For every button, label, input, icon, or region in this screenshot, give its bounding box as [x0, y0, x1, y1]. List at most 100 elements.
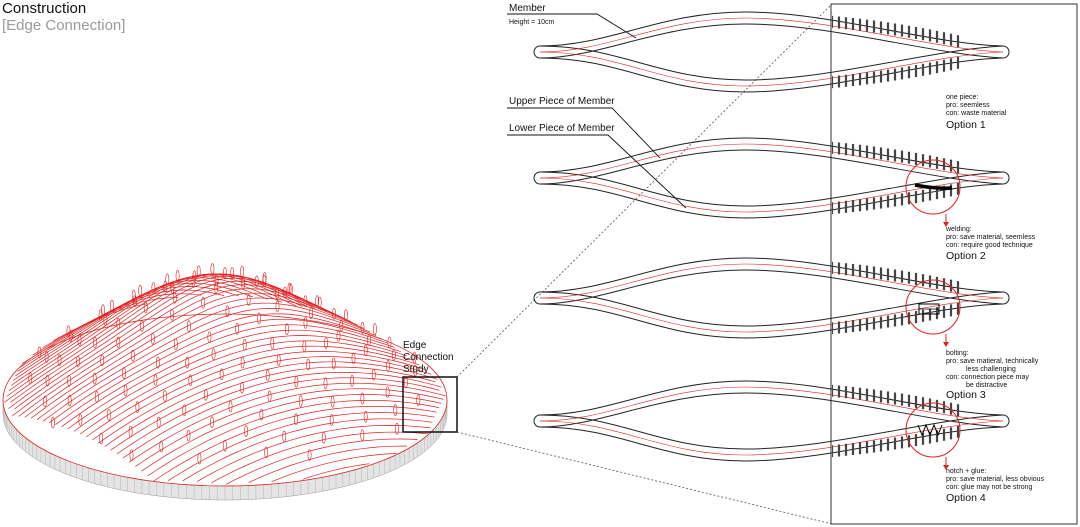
shell-loop	[173, 338, 178, 351]
shell-loop	[363, 344, 368, 357]
shell-loop	[219, 368, 224, 381]
option-3-line-4: con: connection piece may	[946, 374, 1029, 381]
shell-loop	[343, 309, 348, 321]
shell-loop	[223, 267, 227, 279]
shell-loop	[254, 275, 259, 288]
shell-contour-line	[49, 313, 383, 424]
member-end-right	[1002, 414, 1010, 428]
shell-loop	[203, 388, 208, 401]
shell-loop	[240, 265, 245, 278]
shell-loop	[135, 401, 140, 413]
option-4-label: Option 4	[946, 492, 986, 504]
shell-contour-line	[10, 274, 303, 386]
shell-loop	[100, 354, 105, 367]
shell-loop	[101, 304, 105, 317]
shell-loop	[294, 413, 299, 426]
shell-loop	[317, 296, 322, 309]
shell-contour-line	[67, 329, 401, 430]
shell-loop	[210, 263, 215, 275]
shell-loop	[170, 308, 175, 321]
shell-loop	[416, 394, 421, 407]
shell-loop	[67, 374, 72, 387]
shell-loop	[182, 404, 187, 417]
detail-circle	[905, 279, 961, 335]
member-outline	[539, 414, 1004, 450]
study-label-line-3: Study	[403, 364, 429, 375]
shell-contour-line	[128, 382, 446, 463]
shell-loop	[288, 283, 293, 296]
shell-loop	[351, 352, 356, 365]
shell-loop	[303, 317, 308, 329]
shell-loop	[76, 355, 80, 368]
shell-contour-line	[42, 308, 377, 422]
shell-contour-line	[135, 388, 444, 467]
shell-loop	[329, 414, 334, 426]
shell-loop	[241, 277, 246, 290]
shell-contour-line	[196, 425, 431, 482]
shell-loop	[284, 323, 289, 336]
member-centerline-upper	[539, 143, 1004, 179]
shell-loop	[151, 282, 156, 294]
option-1-line-2: pro: seemless	[946, 102, 990, 109]
member-outline	[539, 426, 1004, 462]
shell-contour-line	[85, 345, 420, 438]
shell-loop	[330, 395, 335, 408]
shell-loop	[275, 287, 280, 300]
shell-model	[2, 263, 448, 501]
member-centerline-lower	[539, 177, 1004, 213]
member-outline	[539, 137, 1004, 173]
shell-contour-line	[182, 418, 433, 482]
option-3-label: Option 3	[946, 389, 986, 401]
shell-contour-line	[55, 318, 389, 425]
shell-contour-line	[61, 324, 395, 427]
callout-member-label: Member	[509, 3, 546, 14]
shell-loop	[99, 432, 104, 445]
shell-loop	[116, 336, 121, 349]
shell-loop	[150, 332, 155, 345]
shell-contour-line	[14, 280, 340, 410]
shell-loop	[103, 314, 108, 326]
shell-loop	[287, 282, 292, 295]
option-1-line-3: con: waste material	[946, 110, 1007, 117]
shell-loop	[265, 369, 270, 382]
member-end-left	[533, 414, 541, 428]
shell-loop	[197, 452, 202, 465]
shell-contour-line	[141, 394, 442, 472]
shell-loop	[153, 374, 158, 386]
shell-contour-line	[24, 292, 358, 418]
shell-loop	[45, 374, 50, 387]
shell-contour-line	[8, 273, 309, 392]
shell-base-band	[2, 399, 448, 501]
shell-loop	[363, 410, 368, 423]
shell-loop	[92, 372, 97, 385]
shell-loop	[331, 357, 336, 370]
shell-loop	[201, 296, 206, 309]
shell-loop	[122, 367, 126, 379]
option-3-line-3: less challenging	[966, 366, 1016, 373]
shell-loop	[67, 394, 72, 407]
shell-loop	[116, 317, 121, 330]
member-outline	[539, 291, 1004, 327]
shell-contour-line	[73, 335, 408, 432]
member-outline	[539, 257, 1004, 293]
shell-loop	[367, 334, 371, 346]
option-3-line-1: bolting:	[946, 350, 969, 357]
callout-lower: Lower Piece of Member	[507, 123, 687, 209]
shell-contour-line	[79, 340, 414, 435]
member-hatch	[832, 15, 960, 89]
shell-loop	[360, 392, 365, 405]
shell-loop	[336, 329, 341, 342]
shell-loop	[257, 312, 262, 325]
shell-loop	[130, 349, 135, 362]
callout-member-height: Height = 10cm	[509, 19, 554, 26]
shell-contour-line	[104, 361, 438, 447]
shell-loop	[240, 356, 245, 369]
shell-contour-line	[225, 438, 418, 485]
shell-loop	[246, 294, 251, 306]
shell-loop	[315, 295, 320, 307]
member-outline	[539, 171, 1004, 207]
shell-loop	[264, 446, 269, 459]
study-box	[402, 376, 458, 433]
shell-loop	[192, 270, 197, 283]
member-hatch	[832, 384, 960, 458]
